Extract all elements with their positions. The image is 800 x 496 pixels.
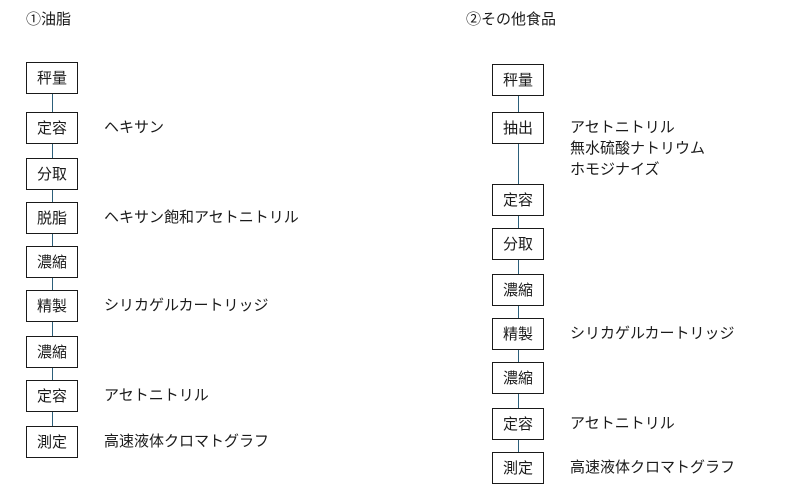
- step-note: 高速液体クロマトグラフ: [570, 457, 735, 478]
- step-note-line: シリカゲルカートリッジ: [104, 296, 269, 314]
- step-connector: [52, 322, 53, 336]
- section-title-other-foods: ②その他食品: [466, 10, 557, 28]
- step-note-line: シリカゲルカートリッジ: [570, 324, 735, 342]
- step-box: 濃縮: [26, 246, 78, 278]
- step-connector: [52, 190, 53, 202]
- step-note: アセトニトリル無水硫酸ナトリウムホモジナイズ: [570, 117, 705, 180]
- step-connector: [52, 368, 53, 380]
- step-note-line: アセトニトリル: [570, 118, 675, 136]
- step-box: 抽出: [492, 112, 544, 144]
- step-note: ヘキサン飽和アセトニトリル: [104, 207, 299, 228]
- step-note: アセトニトリル: [104, 385, 209, 406]
- step-box: 秤量: [492, 64, 544, 96]
- step-box: 測定: [492, 452, 544, 484]
- step-box: 脱脂: [26, 202, 78, 234]
- step-connector: [518, 216, 519, 228]
- step-box: 測定: [26, 426, 78, 458]
- step-box: 定容: [492, 408, 544, 440]
- step-note-line: 高速液体クロマトグラフ: [104, 432, 270, 450]
- step-connector: [518, 394, 519, 408]
- step-connector: [52, 144, 53, 158]
- step-connector: [518, 96, 519, 112]
- step-note: 高速液体クロマトグラフ: [104, 431, 269, 452]
- step-note-line: ヘキサン: [104, 118, 165, 136]
- step-box: 濃縮: [492, 362, 544, 394]
- step-box: 濃縮: [26, 336, 78, 368]
- step-note-line: 高速液体クロマトグラフ: [570, 458, 736, 476]
- step-note: シリカゲルカートリッジ: [104, 295, 269, 316]
- step-note-line: アセトニトリル: [104, 386, 209, 404]
- step-note-line: ホモジナイズ: [570, 160, 660, 178]
- step-connector: [52, 94, 53, 112]
- step-box: 定容: [26, 112, 78, 144]
- step-connector: [518, 350, 519, 362]
- step-box: 精製: [26, 290, 78, 322]
- step-note-line: ヘキサン飽和アセトニトリル: [104, 208, 299, 226]
- step-connector: [518, 440, 519, 452]
- step-box: 濃縮: [492, 274, 544, 306]
- step-note: ヘキサン: [104, 117, 164, 138]
- step-note: アセトニトリル: [570, 413, 675, 434]
- step-connector: [52, 412, 53, 426]
- step-note-line: 無水硫酸ナトリウム: [570, 139, 706, 157]
- step-connector: [52, 278, 53, 290]
- section-title-oil: ①油脂: [26, 10, 72, 28]
- step-box: 定容: [26, 380, 78, 412]
- step-connector: [52, 234, 53, 246]
- step-box: 精製: [492, 318, 544, 350]
- step-note: シリカゲルカートリッジ: [570, 323, 735, 344]
- step-box: 定容: [492, 184, 544, 216]
- flowchart-oil: ①油脂 秤量定容ヘキサン分取脱脂ヘキサン飽和アセトニトリル濃縮精製シリカゲルカー…: [26, 10, 299, 458]
- step-box: 分取: [492, 228, 544, 260]
- step-connector: [518, 260, 519, 274]
- step-connector: [518, 306, 519, 318]
- step-connector: [518, 144, 519, 184]
- step-note-line: アセトニトリル: [570, 414, 675, 432]
- step-box: 分取: [26, 158, 78, 190]
- step-box: 秤量: [26, 62, 78, 94]
- flowchart-other-foods: ②その他食品 秤量抽出アセトニトリル無水硫酸ナトリウムホモジナイズ定容分取濃縮精…: [466, 0, 800, 496]
